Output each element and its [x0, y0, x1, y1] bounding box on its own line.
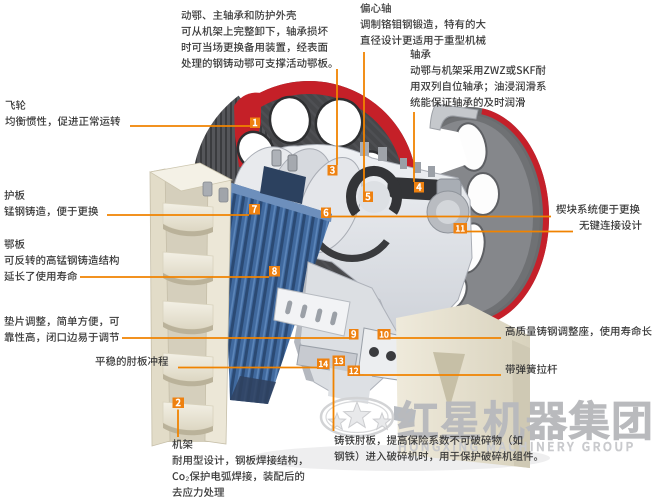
svg-text:10: 10	[379, 329, 389, 341]
svg-text:14: 14	[318, 358, 328, 370]
svg-text:12: 12	[349, 365, 359, 377]
svg-text:3: 3	[330, 163, 336, 177]
svg-text:4: 4	[415, 180, 422, 194]
svg-text:9: 9	[351, 327, 357, 341]
svg-text:8: 8	[272, 264, 278, 278]
svg-text:1: 1	[252, 115, 257, 129]
svg-text:5: 5	[364, 189, 371, 203]
svg-text:13: 13	[334, 355, 344, 367]
svg-text:11: 11	[455, 223, 465, 235]
svg-text:6: 6	[323, 205, 329, 219]
svg-text:2: 2	[176, 395, 182, 409]
svg-text:7: 7	[252, 202, 258, 216]
